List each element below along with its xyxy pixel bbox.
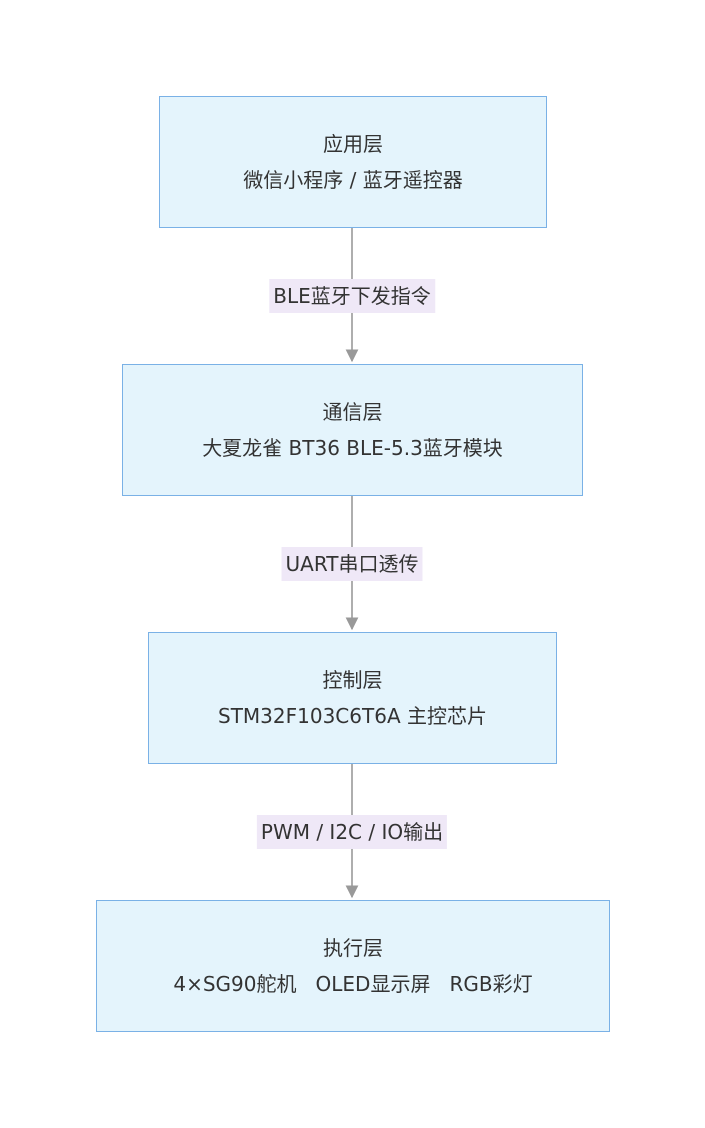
node-communication-layer: 通信层 大夏龙雀 BT36 BLE-5.3蓝牙模块 — [122, 364, 583, 496]
node-subtitle: 大夏龙雀 BT36 BLE-5.3蓝牙模块 — [202, 436, 503, 460]
node-control-layer: 控制层 STM32F103C6T6A 主控芯片 — [148, 632, 557, 764]
node-execution-layer: 执行层 4×SG90舵机 OLED显示屏 RGB彩灯 — [96, 900, 610, 1032]
node-title: 执行层 — [323, 936, 383, 960]
edge-label-pwm: PWM / I2C / IO输出 — [256, 815, 448, 849]
node-title: 控制层 — [322, 668, 383, 692]
node-application-layer: 应用层 微信小程序 / 蓝牙遥控器 — [159, 96, 547, 228]
node-title: 通信层 — [322, 400, 383, 424]
edge-label-uart: UART串口透传 — [281, 547, 423, 581]
node-subtitle: 微信小程序 / 蓝牙遥控器 — [243, 168, 463, 192]
node-title: 应用层 — [323, 132, 383, 156]
node-subtitle: STM32F103C6T6A 主控芯片 — [218, 704, 487, 728]
node-subtitle: 4×SG90舵机 OLED显示屏 RGB彩灯 — [173, 972, 533, 996]
edge-label-ble: BLE蓝牙下发指令 — [269, 279, 435, 313]
